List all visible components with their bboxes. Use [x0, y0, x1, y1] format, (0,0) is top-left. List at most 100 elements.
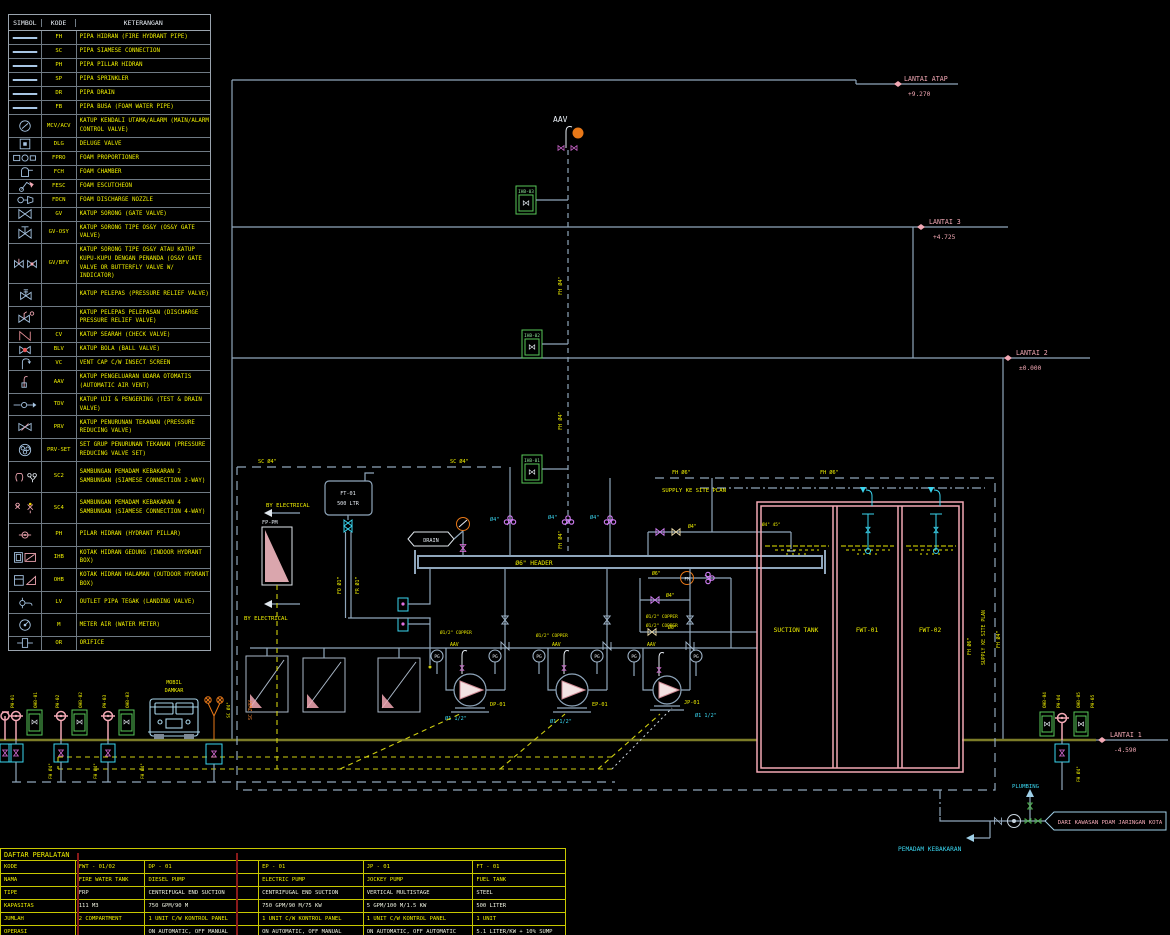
ohb-label: OHB-02: [78, 692, 84, 708]
pipe4-label: Ø4": [688, 523, 697, 530]
legend-description: KATUP PENGELUARAN UDARA OTOMATIS (AUTOMA…: [75, 371, 210, 393]
line-icon: [9, 73, 41, 86]
fm-label: FM: [684, 577, 690, 583]
level-elev-atap: +9.270: [908, 91, 931, 98]
legend-code: PRV: [40, 416, 76, 438]
equipment-cell: FUEL TANK: [476, 877, 507, 883]
tank-label: SUCTION TANK: [774, 627, 819, 634]
legend-description: KATUP PENURUNAN TEKANAN (PRESSURE REDUCI…: [75, 416, 210, 438]
tank-vent: [860, 487, 874, 554]
legend-header-keterangan: KETERANGAN: [75, 18, 210, 27]
pemadam-label: PEMADAM KEBAKARAN: [898, 846, 962, 853]
legend-row: KATUP PELEPAS PELEPASAN (DISCHARGE PRESS…: [9, 306, 210, 330]
riser-size-label: FH Ø4": [557, 276, 564, 295]
equipment-row-label: KAPASITAS: [1, 900, 76, 912]
legend-code: M: [40, 614, 76, 636]
sc2way-label: SC 2WAY: [248, 700, 254, 720]
legend-description: FOAM DISCHARGE NOZZLE: [75, 193, 210, 207]
panel-label: FP-PM: [262, 520, 278, 526]
legend-description: PIPA PILLAR HIDRAN: [75, 59, 210, 72]
equipment-row-label: NAMA: [1, 874, 76, 886]
line-icon: [9, 101, 41, 114]
hydrant-pair: PH-01 OHB-01 FH Ø4": [8, 692, 54, 782]
equipment-cell: FWT - 01/02: [76, 861, 146, 873]
legend-code: OHB: [40, 569, 76, 591]
water-meter-icon: [1007, 814, 1021, 828]
fh4-vertical-label: FH Ø4": [995, 631, 1002, 648]
fh4-label: FH Ø4": [47, 763, 54, 779]
legend-code: LV: [40, 591, 76, 614]
copper-label: Ø1/2" COPPER: [536, 632, 568, 639]
equipment-row-label: OPERASI: [1, 926, 76, 935]
equipment-cell: JP - 01: [364, 861, 474, 873]
gatebfv-icon: [9, 244, 41, 283]
by-electrical-label: BY ELECTRICAL: [266, 503, 310, 509]
aav-orange-icon: [572, 127, 584, 139]
by-electrical-label: BY ELECTRICAL: [244, 616, 288, 622]
pipe-1half-label: Ø1 1/2": [695, 712, 717, 719]
legend-description: KATUP KENDALI UTAMA/ALARM (MAIN/ALARM CO…: [75, 115, 210, 137]
legend-code: FB: [40, 101, 76, 114]
legend-description: KATUP SEARAH (CHECK VALVE): [75, 329, 210, 343]
legend-description: PIPA SPRINKLER: [75, 73, 210, 86]
header-label: Ø6" HEADER: [515, 559, 553, 567]
ihb-label: IHB-03: [518, 189, 534, 195]
sc-pipe-label: SC Ø4": [258, 458, 277, 465]
ihb-icon: [9, 547, 41, 569]
orifice-icon: [9, 637, 41, 650]
legend-code: CV: [40, 329, 76, 343]
aav-small-label: AAV: [647, 642, 656, 648]
fuel-oil-label: FO Ø1": [336, 577, 343, 594]
fuel-tank-capacity: 500 LTR: [337, 501, 360, 507]
check-icon: [9, 329, 41, 342]
equipment-cell: 1 UNIT C/W KONTROL PANEL: [259, 913, 364, 925]
equipment-cell: FIRE WATER TANK: [76, 874, 146, 886]
tank-label: FWT-01: [856, 627, 879, 634]
equipment-cell: EP - 01: [259, 861, 364, 873]
level-name-1: LANTAI 1: [1110, 731, 1142, 739]
fire-water-tanks: SUCTION TANK FWT-01 FWT-02 Ø4" 45°: [756, 487, 964, 773]
pg-label: PG: [693, 654, 699, 660]
legend-description: KATUP PELEPAS (PRESSURE RELIEF VALVE): [75, 283, 210, 306]
relief2-icon: [9, 307, 41, 329]
jockey-signal-line: [611, 707, 673, 770]
ph-label: PH-05: [1090, 694, 1096, 708]
legend-description: KATUP SORONG TIPE OS&Y ATAU KATUP KUPU-K…: [75, 244, 210, 283]
legend-description: SAMBUNGAN PEMADAM KEBAKARAN 2 SAMBUNGAN …: [75, 461, 210, 492]
pump-label: EP-01: [592, 702, 608, 708]
fire-riser: AAV FH Ø4" FH Ø4" FH Ø4": [553, 115, 584, 556]
city-source-banner: DARI KAWASAN PDAM JARINGAN KOTA: [1058, 820, 1163, 826]
strainer: [302, 648, 346, 713]
equipment-cell: 750 GPM/90 M: [145, 900, 260, 912]
ohb-label: OHB-03: [125, 692, 131, 708]
level-elev-3: +4.725: [933, 234, 956, 241]
prv-icon: [9, 416, 41, 438]
legend-description: KATUP PELEPAS PELEPASAN (DISCHARGE PRESS…: [75, 306, 210, 329]
suction-strainers: [245, 648, 421, 713]
copper-label: Ø1/2" COPPER: [646, 613, 678, 620]
aav-label: AAV: [553, 115, 568, 124]
equipment-cell: ON AUTOMATIC, OFF AUTOMATIC: [364, 926, 474, 935]
chamber-icon: [9, 166, 41, 179]
equipment-cell: JOCKEY PUMP: [364, 874, 474, 886]
pg-label: PG: [434, 654, 440, 660]
ihb-box: IHB-03: [515, 185, 568, 215]
fh4-label: FH Ø4": [1075, 766, 1082, 782]
level-name-2: LANTAI 2: [1016, 349, 1048, 357]
legend-code: FCH: [40, 165, 76, 179]
legend-description: FOAM CHAMBER: [75, 165, 210, 179]
nozzle-icon: [9, 194, 41, 207]
